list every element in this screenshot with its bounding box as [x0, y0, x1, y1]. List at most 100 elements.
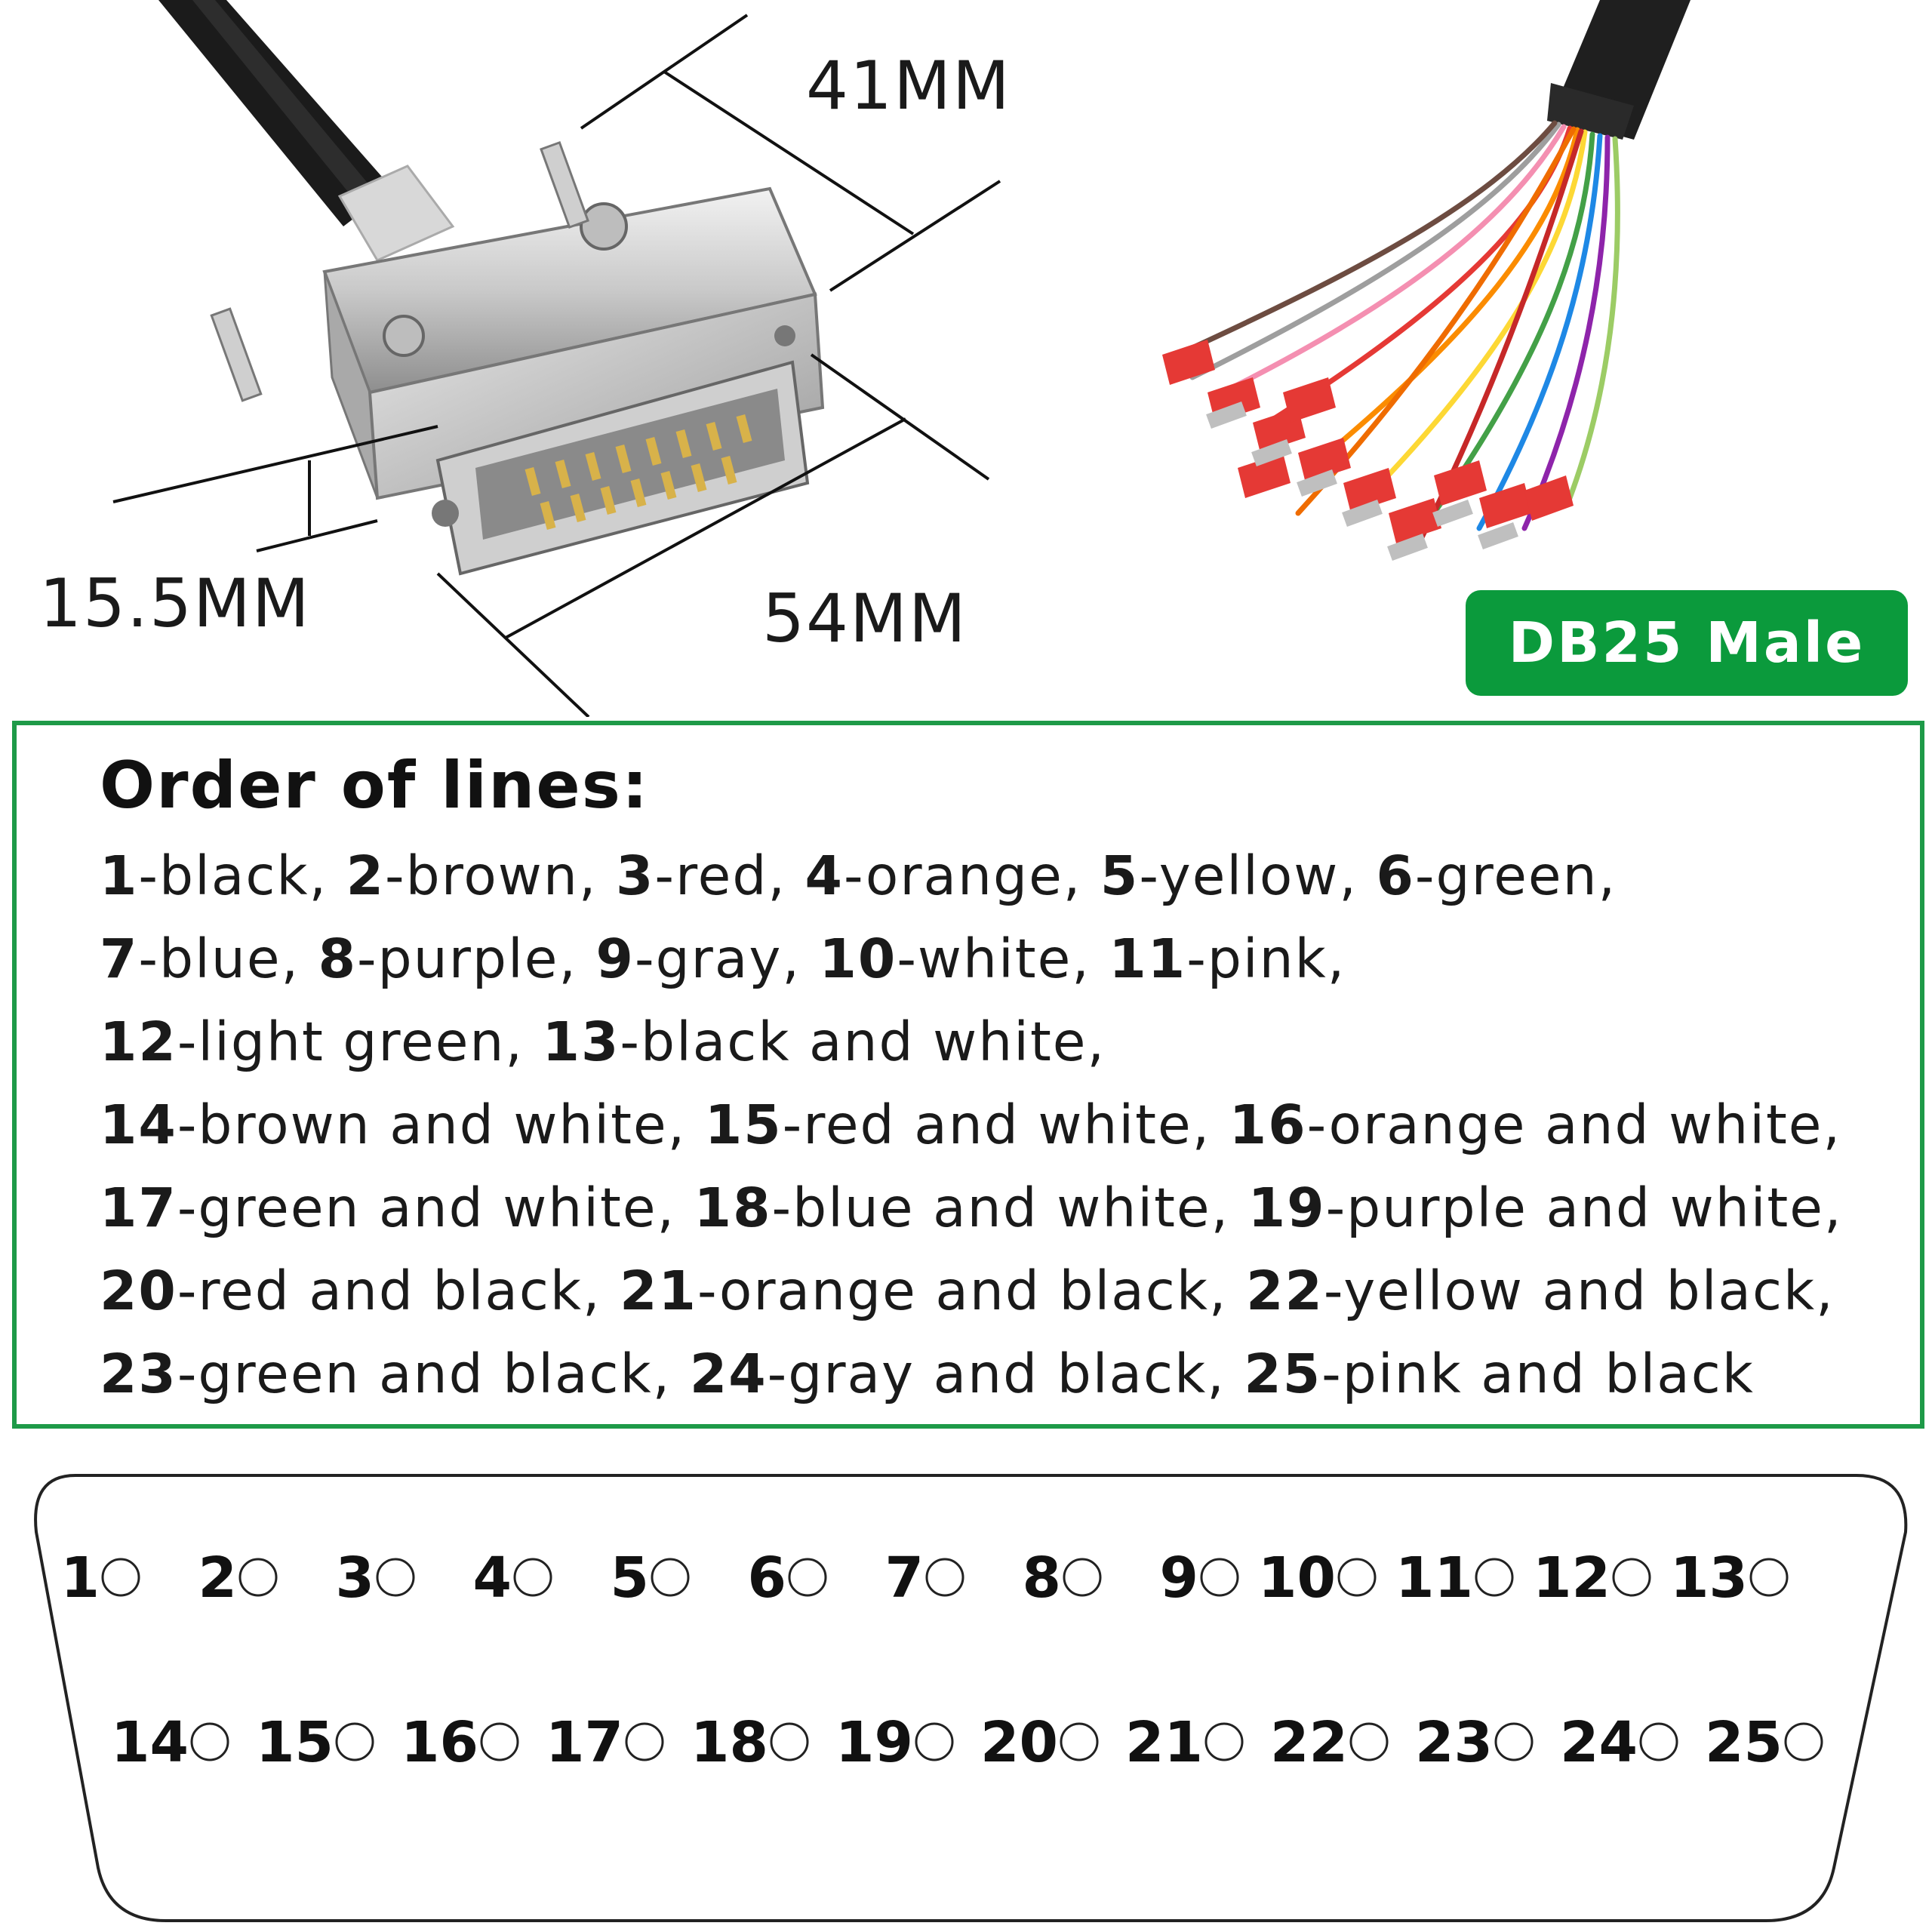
wire-number: 23 [100, 1343, 177, 1405]
pin-hole [376, 1558, 415, 1597]
pin-hole [1475, 1558, 1514, 1597]
pin-hole [513, 1558, 552, 1597]
connector-photo-illustration [112, 0, 1690, 717]
strain-relief [337, 165, 455, 262]
wire-number: 10 [819, 928, 897, 990]
pin-number: 12 [1533, 1546, 1611, 1611]
wire-number: 12 [100, 1011, 177, 1073]
wire-order-line: 12-light green, 13-black and white, [100, 1001, 1843, 1084]
wire-color: -yellow and black, [1323, 1260, 1835, 1322]
wire-number: 14 [100, 1094, 177, 1156]
wire-number: 13 [542, 1011, 620, 1073]
pin-hole [625, 1722, 664, 1761]
pin-number: 25 [1705, 1710, 1783, 1775]
wire-color: -black, [138, 844, 346, 907]
wire-color: -orange and black, [697, 1260, 1247, 1322]
wire-number: 20 [100, 1260, 177, 1322]
dimension-lines [112, 14, 1001, 717]
pin-number: 2 [198, 1546, 238, 1611]
wire-number: 8 [318, 928, 358, 990]
pin-hole [1749, 1558, 1789, 1597]
pin-number: 8 [1023, 1546, 1062, 1611]
pin-number: 16 [401, 1710, 478, 1775]
pin-number: 19 [835, 1710, 913, 1775]
wire-number: 16 [1229, 1094, 1307, 1156]
wire-order-line: 7-blue, 8-purple, 9-gray, 10-white, 11-p… [100, 918, 1843, 1001]
wire-color: -red and white, [782, 1094, 1229, 1156]
wire-order-list: 1-black, 2-brown, 3-red, 4-orange, 5-yel… [100, 835, 1843, 1416]
pin-hole [788, 1558, 827, 1597]
wire-color: -gray and black, [767, 1343, 1244, 1405]
wire-color: -black and white, [620, 1011, 1106, 1073]
pin-hole [770, 1722, 809, 1761]
pinout-shell-outline [34, 1474, 1908, 1922]
pin-hole [1204, 1722, 1244, 1761]
wire-color: -green and black, [177, 1343, 690, 1405]
wire-color: -white, [897, 928, 1109, 990]
wire-color: -pink and black [1321, 1343, 1755, 1405]
wire-number: 6 [1376, 844, 1415, 907]
pin-number: 22 [1270, 1710, 1348, 1775]
wire-order-title: Order of lines: [100, 748, 650, 823]
pin-number: 14 [111, 1710, 189, 1775]
pin-hole [480, 1722, 519, 1761]
wire-number: 4 [804, 844, 844, 907]
wire-number: 15 [704, 1094, 783, 1156]
pin-number: 13 [1670, 1546, 1748, 1611]
pin-hole [1612, 1558, 1651, 1597]
pin-hole [1784, 1722, 1823, 1761]
wire-number: 24 [689, 1343, 768, 1405]
wire-color: -green and white, [177, 1177, 694, 1239]
wire-color: -orange and white, [1306, 1094, 1842, 1156]
pin-number: 23 [1415, 1710, 1493, 1775]
pin-number: 3 [336, 1546, 375, 1611]
wire-color: -pink, [1186, 928, 1346, 990]
pin-hole [238, 1558, 278, 1597]
wire-color: -purple and white, [1325, 1177, 1843, 1239]
pin-number: 15 [256, 1710, 334, 1775]
pin-number: 9 [1160, 1546, 1199, 1611]
pin-hole [1200, 1558, 1239, 1597]
wire-color: -gray, [634, 928, 820, 990]
pin-number: 7 [885, 1546, 924, 1611]
pin-hole [335, 1722, 374, 1761]
wire-number: 1 [100, 844, 139, 907]
wire-number: 5 [1100, 844, 1140, 907]
pin-number: 6 [748, 1546, 787, 1611]
dimension-width-label: 41MM [806, 47, 1011, 125]
wire-number: 22 [1246, 1260, 1324, 1322]
pin-hole [101, 1558, 140, 1597]
wire-number: 3 [616, 844, 655, 907]
wire-number: 9 [595, 928, 635, 990]
wire-order-line: 1-black, 2-brown, 3-red, 4-orange, 5-yel… [100, 835, 1843, 918]
wire-color: -red, [654, 844, 805, 907]
pin-number: 5 [611, 1546, 650, 1611]
wire-number: 7 [100, 928, 139, 990]
pin-hole [1349, 1722, 1389, 1761]
wire-number: 19 [1247, 1177, 1326, 1239]
pin-hole [1060, 1722, 1099, 1761]
pin-hole [925, 1558, 964, 1597]
wire-number: 11 [1109, 928, 1187, 990]
pin-number: 1 [61, 1546, 100, 1611]
pin-hole [915, 1722, 954, 1761]
dimension-length-label: 54MM [762, 580, 968, 657]
wire-number: 2 [346, 844, 386, 907]
db25-connector [210, 140, 825, 576]
pin-hole [190, 1722, 229, 1761]
wire-color: -blue and white, [771, 1177, 1248, 1239]
connector-type-badge: DB25 Male [1466, 590, 1908, 696]
wire-color: -yellow, [1139, 844, 1377, 907]
dimension-height-label: 15.5MM [39, 565, 311, 642]
wire-color: -light green, [177, 1011, 543, 1073]
wire-number: 18 [694, 1177, 772, 1239]
pin-hole [1494, 1722, 1534, 1761]
wire-color: -brown and white, [177, 1094, 705, 1156]
wire-color: -blue, [138, 928, 318, 990]
pin-number: 18 [691, 1710, 768, 1775]
wire-order-panel: Order of lines: 1-black, 2-brown, 3-red,… [12, 721, 1924, 1429]
wire-order-line: 17-green and white, 18-blue and white, 1… [100, 1167, 1843, 1250]
pin-number: 20 [980, 1710, 1058, 1775]
pin-number: 21 [1125, 1710, 1203, 1775]
